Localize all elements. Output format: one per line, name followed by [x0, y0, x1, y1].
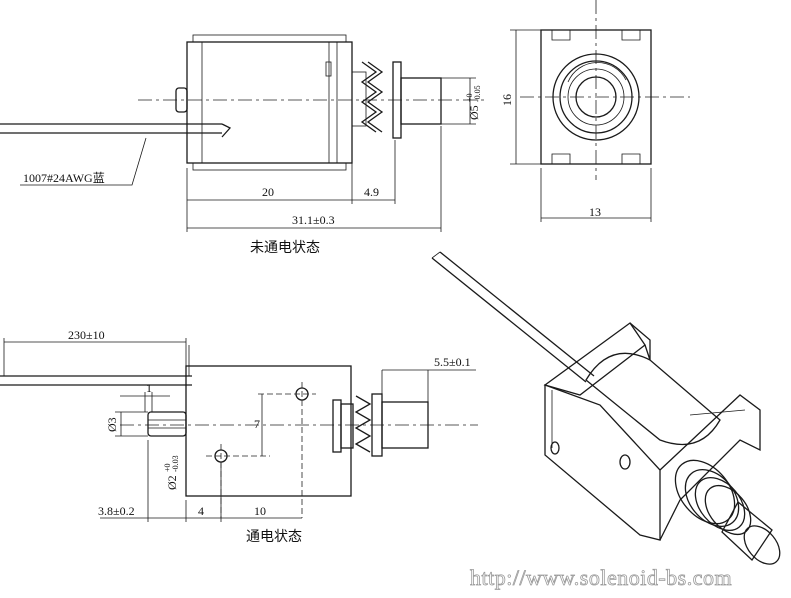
dim-tail-flange: 1 [146, 381, 152, 395]
dim-total-length: 31.1±0.3 [292, 213, 335, 227]
frame-outline [186, 41, 353, 164]
end-view: 16 13 [500, 0, 690, 222]
dim-hole-tol-upper: +0 [163, 463, 172, 472]
dim-hole-spacing: 10 [254, 504, 266, 518]
dim-height: 16 [500, 94, 514, 106]
dim-width: 13 [589, 205, 601, 219]
side-view-on: 7 230±10 5.5±0.1 Ø3 1 Ø2 +0 -0.03 [0, 328, 478, 545]
iso-side-plate [544, 384, 661, 541]
dim-stroke: 5.5±0.1 [434, 355, 471, 369]
frame-top-tab [192, 34, 347, 43]
state-on-caption: 通电状态 [246, 529, 302, 545]
watermark-url: http://www.solenoid-bs.com [470, 565, 732, 590]
dim-tail-length: 3.8±0.2 [98, 504, 135, 518]
state-off-caption: 未通电状态 [250, 240, 320, 256]
frame-outline-on [185, 365, 352, 497]
dim-plunger-tol-upper: +0 [465, 93, 474, 102]
iso-plunger [721, 500, 773, 561]
tail-on [147, 411, 187, 437]
dim-plunger-dia: Ø5 [467, 105, 481, 120]
spring [351, 61, 384, 133]
dim-hole-dia: Ø2 [165, 475, 179, 490]
iso-coil [585, 352, 721, 446]
dim-plunger-dia-group: Ø5 +0 -0.05 [465, 85, 482, 120]
isometric-view [431, 251, 781, 565]
dim-tail-dia: Ø3 [105, 417, 119, 432]
iso-wire-2 [439, 251, 595, 377]
iso-spring [674, 459, 752, 536]
iso-wire-1 [431, 257, 587, 383]
wire-spec-label: 1007#24AWG蓝 [23, 171, 105, 185]
dim-body-length: 20 [262, 185, 274, 199]
frame-bottom-tab [192, 162, 347, 171]
iso-hole [619, 454, 631, 470]
dim-hole-offset: 4 [198, 504, 204, 518]
dim-wire-length: 230±10 [68, 328, 105, 342]
side-view-off: 1007#24AWG蓝 20 4.9 31.1±0.3 Ø5 +0 -0.05 … [0, 34, 488, 256]
dim-hole-vertical: 7 [254, 417, 260, 431]
plunger [400, 77, 442, 125]
dim-hole-dia-group: Ø2 +0 -0.03 [163, 455, 180, 490]
dim-plunger-tol-lower: -0.05 [473, 85, 482, 102]
dim-plunger-ext: 4.9 [364, 185, 379, 199]
dim-hole-tol-lower: -0.03 [171, 455, 180, 472]
